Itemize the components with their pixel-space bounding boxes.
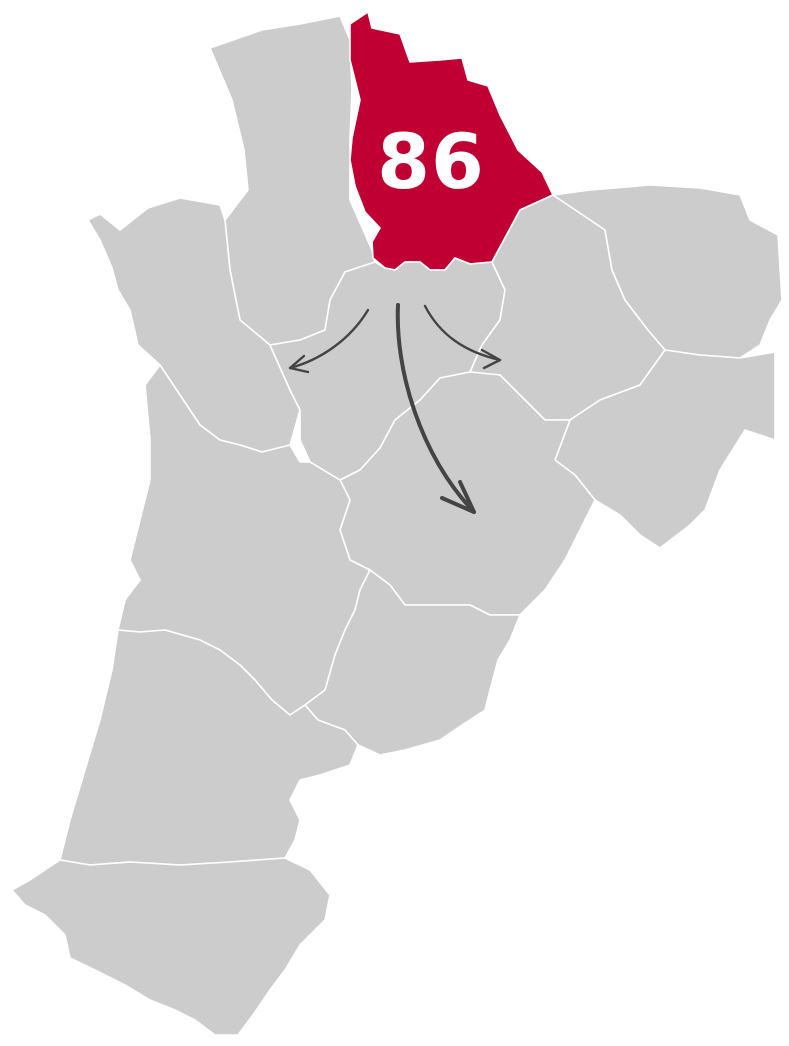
department-64: [11, 857, 331, 1036]
department-label-86: 86: [377, 117, 485, 206]
arrow-southeast: [423, 304, 502, 362]
arrow-southwest: [288, 308, 370, 370]
arrows: [288, 303, 502, 514]
arrowhead-south: [440, 480, 476, 514]
arrowhead-southwest: [288, 354, 310, 374]
arrow-south: [395, 303, 476, 514]
department-23: [552, 184, 783, 359]
arrowhead-southeast: [480, 348, 502, 370]
department-40: [59, 629, 359, 866]
department-47: [304, 569, 521, 756]
